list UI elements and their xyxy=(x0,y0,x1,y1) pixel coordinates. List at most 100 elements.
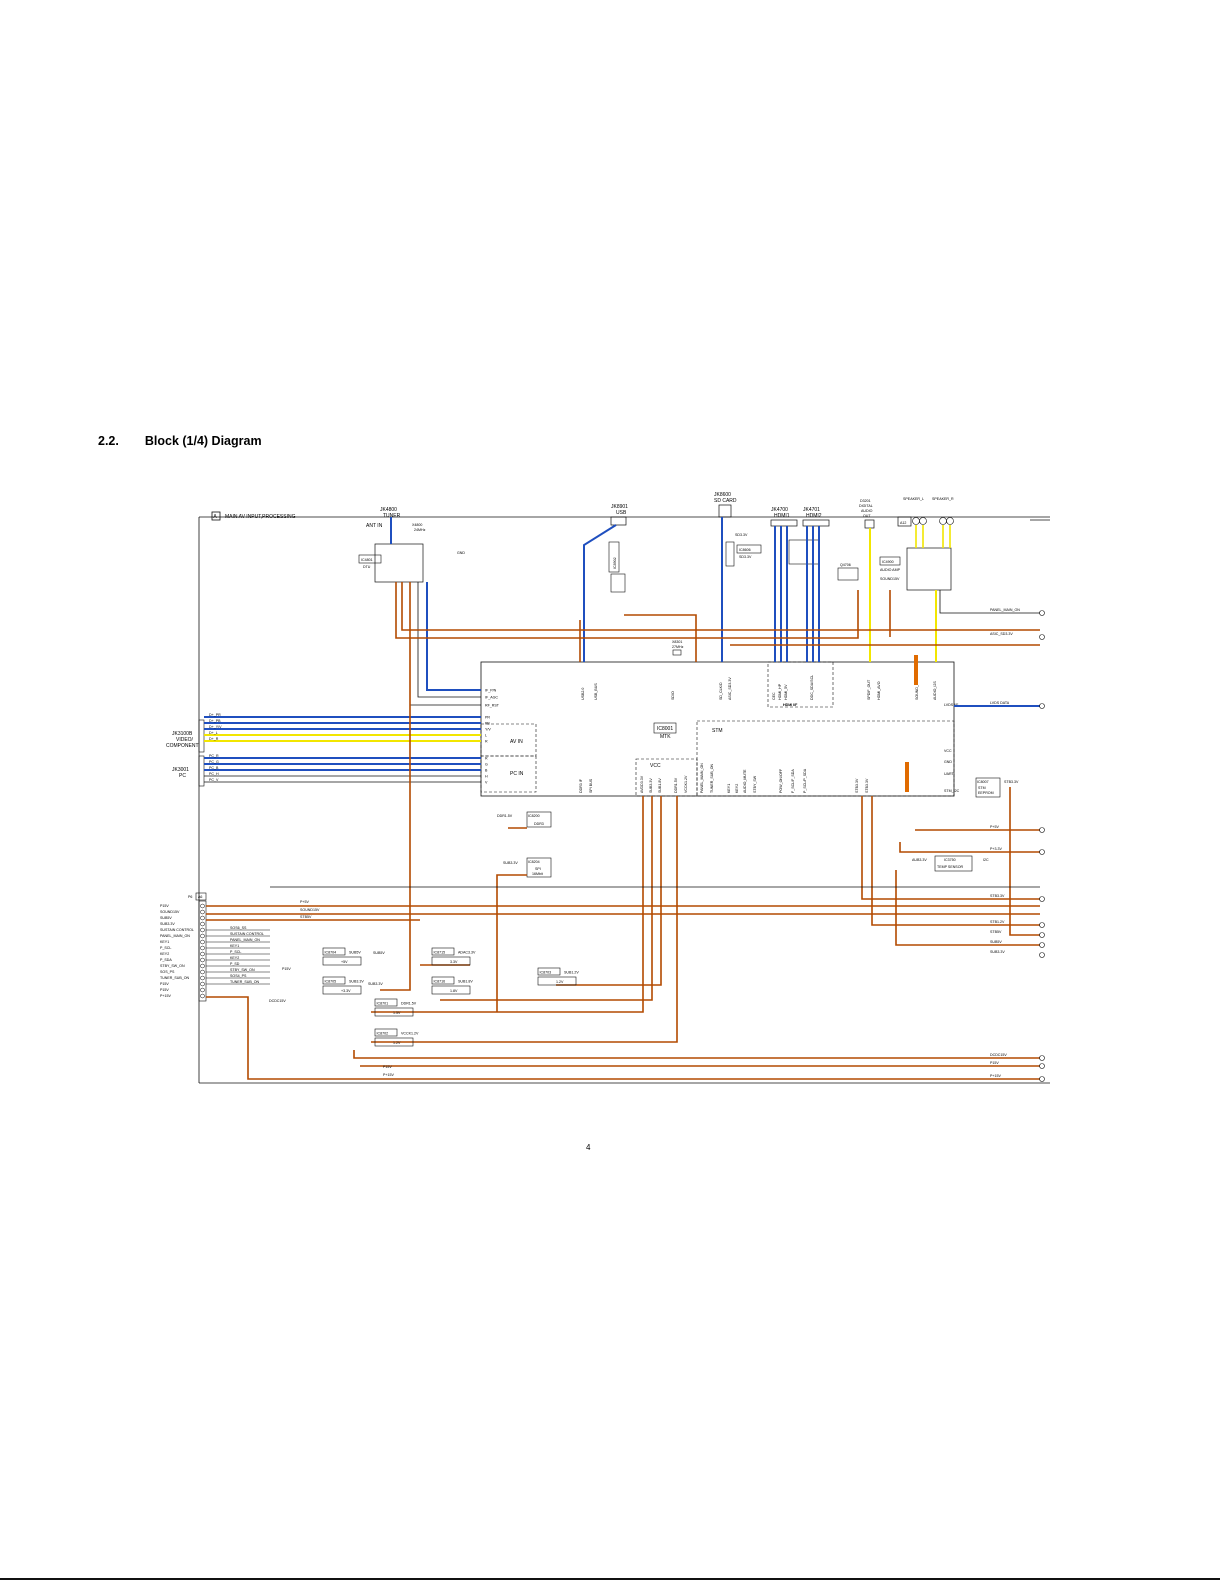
misc-p15v: P15V xyxy=(282,967,291,971)
av-in-pin: R xyxy=(485,740,488,744)
spi-supply: SUB3.3V xyxy=(503,861,518,865)
misc-sub5v: SUB5V xyxy=(373,951,385,955)
vcc-label: VCC xyxy=(650,763,661,769)
bottom-pin-label: DDR1.5V xyxy=(674,777,678,793)
bottom-pin-label: AVDD3.3V xyxy=(640,775,644,793)
regulator-out: SUB1.2V xyxy=(564,971,579,975)
av-in-pin: PR xyxy=(485,716,490,720)
right-output-terminal xyxy=(1039,1076,1045,1082)
main-in-pin: IF_AGC xyxy=(485,696,498,700)
regulator-ref: IC8716 xyxy=(434,980,446,984)
p-pin-terminal xyxy=(200,945,205,951)
regulator-out: SUB1.8V xyxy=(458,980,473,984)
right-output-label: PANEL_MAIN_ON xyxy=(990,608,1020,612)
stm-label: STM xyxy=(712,728,723,734)
bottom-pin-label: TUNER_SUB_ON xyxy=(710,763,714,793)
regulator-out: VCCK1.2V xyxy=(401,1032,419,1036)
regulator-body xyxy=(431,956,471,966)
pc-signal-label: PC_B xyxy=(209,766,219,770)
temp-supply: AUB3.3V xyxy=(912,858,927,862)
p-pin-terminal xyxy=(200,903,205,909)
regulator-val: 1.8V xyxy=(450,989,458,993)
av-in-label: AV IN xyxy=(510,739,523,745)
regulator-out: DDR1.5V xyxy=(401,1002,417,1006)
usb-switch-box xyxy=(610,573,626,593)
rail-sub12 xyxy=(556,796,662,986)
board-title: MAIN AV INPUT,PROCESSING xyxy=(225,514,296,520)
right-output-terminal xyxy=(1039,932,1045,938)
regulator-val: +5V xyxy=(341,960,348,964)
tuner-ic-box xyxy=(358,554,382,564)
regulator-ref-box xyxy=(374,1028,398,1037)
right-output-terminal xyxy=(1039,849,1045,855)
p-pin-label: SUB3.3V xyxy=(160,922,175,926)
speaker-r-terminal-1 xyxy=(939,517,947,525)
regulator-ref-box xyxy=(322,976,346,985)
hdmi1-jack-name: HDMI1 xyxy=(774,513,790,519)
audio-amp-name: AUDIO AMP xyxy=(880,568,901,572)
if-agc-line xyxy=(417,582,481,698)
right-output-terminal xyxy=(1039,1063,1045,1069)
p-signal-label: SOS4_PS xyxy=(230,974,247,978)
right-output-label: STB3.3V xyxy=(990,894,1005,898)
tuner-gnd: GND xyxy=(457,551,465,555)
hdmi2-jack-name: HDMI2 xyxy=(806,513,822,519)
right-pin-label: LVDS I/F xyxy=(944,703,959,707)
pc-in-pin: R xyxy=(485,757,488,761)
p-pin-terminal xyxy=(200,993,205,999)
highlight-tag-1 xyxy=(914,655,918,685)
p-pin-terminal xyxy=(200,951,205,957)
p-pin-label: SOUND15V xyxy=(160,910,180,914)
right-output-terminal xyxy=(1039,922,1045,928)
section-title: Block (1/4) Diagram xyxy=(144,434,262,448)
jk3100-connector xyxy=(198,719,205,753)
p-pin-label: P+15V xyxy=(160,994,171,998)
rail-stb33 xyxy=(861,796,1040,900)
p-pin-terminal xyxy=(200,915,205,921)
regulator-ref-box xyxy=(374,998,398,1007)
right-output-label: SUB5V xyxy=(990,940,1002,944)
tuner-ic-name: DTU xyxy=(363,565,371,569)
eeprom-ref: IC8007 xyxy=(977,780,989,784)
regulator-ref-box xyxy=(431,976,455,985)
regulator-val: 1.2V xyxy=(556,980,564,984)
rail-vcck xyxy=(371,796,678,1043)
p-pin-terminal xyxy=(200,975,205,981)
p-con-marker-box xyxy=(195,892,207,901)
top-pin-label: USB2.0 xyxy=(581,688,585,700)
pc-signal-label: PC_R xyxy=(209,754,219,758)
hdmi-if-region xyxy=(767,661,834,708)
rail-tuner-1 xyxy=(380,582,411,991)
sd-ic-box xyxy=(736,544,762,554)
eeprom-name: STM xyxy=(978,786,986,790)
pc-in-pin: B xyxy=(485,769,488,773)
p-con-marker: A6 xyxy=(198,895,202,899)
board-marker: A xyxy=(213,514,217,520)
spi-name: SPI xyxy=(535,867,541,871)
temp-name: TEMP SENSOR xyxy=(937,865,963,869)
optical-line3: OUT xyxy=(863,514,871,518)
regulator-val: +3.3V xyxy=(341,989,351,993)
sd-jack-ref: JK8600 xyxy=(714,492,731,498)
right-output-label: P+15V xyxy=(990,1074,1001,1078)
right-pin-label: VCC xyxy=(944,749,952,753)
p-signal-label: SOS6_SS xyxy=(230,926,247,930)
bottom-pin-label: VCCK1.2V xyxy=(684,775,688,793)
regulator-out: ADAC3.3V xyxy=(458,951,476,955)
dynamic-layer: D+_PRPRD+_PBPBD+_Y/VY/VD+_LLD+_RRPC_RRPC… xyxy=(160,517,1050,1082)
bottom-pin-label: POW_ON/OFF xyxy=(779,768,783,793)
p-pin-label: SOS_PS xyxy=(160,970,175,974)
bottom-pin-label: SPI BUS xyxy=(589,778,593,793)
usb-ic-ref: IC8902 xyxy=(613,557,617,569)
eeprom-supply: STB3.3V xyxy=(1004,780,1019,784)
q4706-box xyxy=(837,567,859,581)
stm-region xyxy=(696,720,955,797)
regulator-body xyxy=(431,985,471,995)
p-pin-label: P15V xyxy=(160,904,169,908)
top-pin-label: DDC_SDA/SCL xyxy=(810,675,814,700)
p-pin-label: SUSTAIN CONTROL xyxy=(160,928,194,932)
regulator-body xyxy=(374,1037,414,1047)
tuner-jack-ref: JK4800 xyxy=(380,507,397,513)
hdmi-switch-box xyxy=(788,539,820,565)
